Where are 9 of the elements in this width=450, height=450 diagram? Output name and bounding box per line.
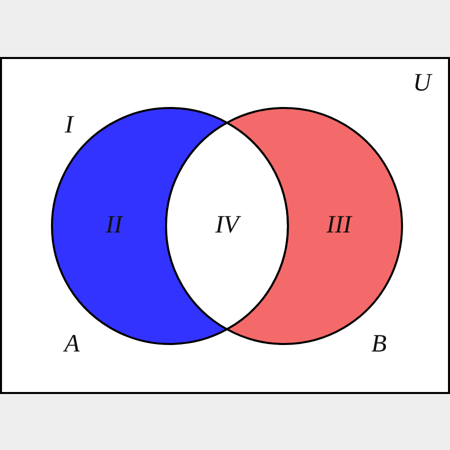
region-label: III xyxy=(326,212,352,238)
set-label: A xyxy=(64,332,80,356)
region-label: II xyxy=(106,212,122,238)
set-label: B xyxy=(371,332,387,356)
universe-label: U xyxy=(412,70,432,96)
overlap-region xyxy=(165,121,289,331)
region-label: IV xyxy=(215,212,239,238)
universe-rectangle xyxy=(0,57,450,394)
region-label: I xyxy=(64,112,74,138)
